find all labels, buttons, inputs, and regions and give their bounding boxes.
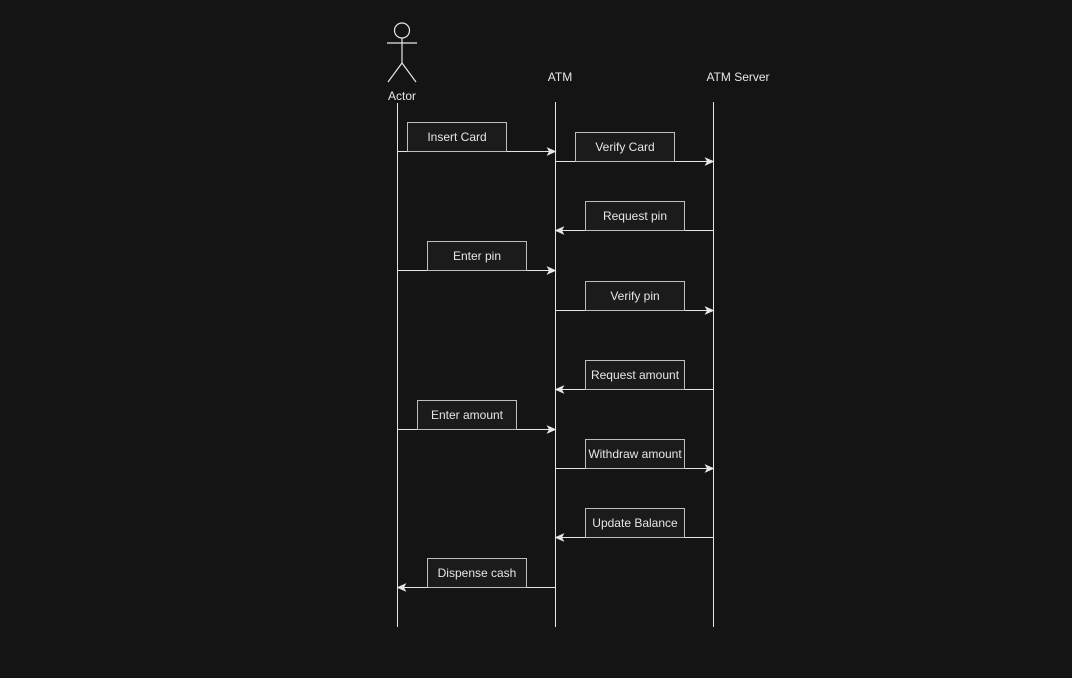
stick-figure-icon: [387, 22, 417, 83]
message-box: Insert Card: [407, 122, 507, 152]
message-label: Dispense cash: [437, 566, 517, 580]
message-label: Request amount: [590, 368, 680, 382]
message-box: Enter pin: [427, 241, 527, 271]
message-label: Verify pin: [610, 289, 660, 303]
participant-atm-server-label: ATM Server: [706, 70, 770, 84]
message-label: Update Balance: [592, 516, 678, 530]
message-label: Enter pin: [452, 249, 502, 263]
message-box: Request amount: [585, 360, 685, 390]
message-box: Withdraw amount: [585, 439, 685, 469]
participant-actor-label: Actor: [387, 89, 417, 103]
message-label: Insert Card: [427, 130, 487, 144]
message-box: Verify pin: [585, 281, 685, 311]
message-box: Dispense cash: [427, 558, 527, 588]
message-box: Enter amount: [417, 400, 517, 430]
message-label: Verify Card: [595, 140, 655, 154]
participant-atm-label: ATM: [547, 70, 573, 84]
message-box: Update Balance: [585, 508, 685, 538]
message-label: Request pin: [602, 209, 668, 223]
message-box: Verify Card: [575, 132, 675, 162]
message-label: Withdraw amount: [588, 447, 682, 461]
message-box: Request pin: [585, 201, 685, 231]
message-label: Enter amount: [430, 408, 504, 422]
